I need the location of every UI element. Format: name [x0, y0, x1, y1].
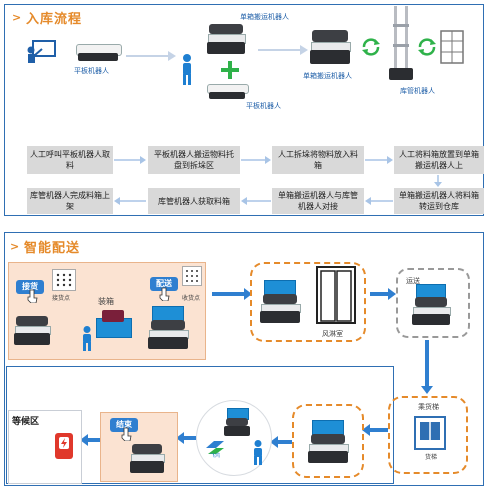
keypad-icon [52, 269, 76, 291]
storage-shelf-icon [440, 30, 464, 64]
robot-with-crate-image [222, 408, 252, 440]
flow-arrow-left [362, 424, 388, 436]
hand-cursor-icon [158, 286, 170, 302]
robot-with-crate-image [258, 280, 302, 326]
deliver-button[interactable]: 配送 [150, 277, 178, 291]
inbound-process-title: 入库流程 [26, 12, 83, 27]
inbound-process-panel [4, 4, 484, 216]
elevator-door-icon [316, 266, 356, 324]
warehouse-robot-label: 库管机器人 [400, 87, 435, 95]
end-button[interactable]: 结束 [110, 418, 138, 432]
plus-icon [220, 60, 240, 80]
goods-box-image [96, 310, 132, 338]
delivery-robot-with-crate-image [146, 306, 190, 352]
process-step-3: 人工拆垛将物料放入料箱 [272, 146, 364, 174]
process-step-6: 单箱搬运机器人与库管机器人对接 [272, 188, 364, 214]
lower-route-frame [6, 366, 394, 484]
step-arrow [365, 197, 393, 205]
process-step-8: 库管机器人完成料箱上架 [27, 188, 113, 214]
process-step-1: 人工呼叫平板机器人取料 [27, 146, 113, 174]
pickup-button[interactable]: 接货 [16, 280, 44, 294]
process-step-2: 平板机器人搬运物料托盘到拆垛区 [148, 146, 240, 174]
warehouse-robot-image [388, 6, 414, 82]
tablet-robot-image [74, 38, 122, 64]
step-down-arrow [434, 175, 442, 187]
cycle-arrows-icon [416, 36, 438, 58]
hand-cursor-icon [120, 426, 132, 442]
pickup-point-label: 接货点 [52, 295, 71, 302]
worker-person-icon [180, 54, 194, 86]
single-box-robot-top-label: 单箱搬运机器人 [240, 13, 289, 21]
air-shower-label: 风淋室 [322, 330, 343, 338]
flow-arrow [258, 45, 308, 55]
flow-arrow-left [270, 436, 292, 448]
cycle-arrows-icon [360, 36, 382, 58]
keypad-icon [182, 266, 202, 286]
flow-arrow [126, 51, 176, 61]
brand-logo-text: 飞鸿 [210, 453, 221, 459]
flow-arrow-left [80, 434, 100, 446]
transport-zone [396, 268, 470, 338]
tablet-robot-2-label: 平板机器人 [246, 102, 281, 110]
robot-with-crate-image [306, 420, 350, 466]
process-step-5: 单箱搬运机器人将料箱转运到仓库 [394, 188, 484, 214]
smart-delivery-title: 智能配送 [24, 241, 81, 256]
brand-logo [204, 438, 226, 458]
worker-person-icon [81, 326, 93, 352]
smart-delivery-panel [4, 232, 484, 486]
charging-station-icon [54, 432, 74, 460]
waiting-area-label: 等候区 [12, 417, 40, 427]
single-box-robot-image [205, 24, 247, 58]
presenter-icon [26, 40, 56, 64]
robot-with-crate-image [410, 284, 452, 328]
worker-person-icon [252, 440, 264, 466]
process-step-4: 人工将料箱放置到单箱搬运机器人上 [394, 146, 484, 174]
lower-robot-zone [292, 404, 364, 478]
section-marker-icon: > [10, 240, 20, 253]
delivery-robot-image [12, 316, 52, 348]
flow-arrow-left [176, 432, 196, 444]
step-arrow [241, 156, 271, 164]
step-arrow [114, 197, 146, 205]
cargo-elevator-zone [388, 396, 468, 474]
hand-cursor-icon [26, 288, 38, 304]
process-step-7: 库管机器人获取料箱 [148, 188, 240, 214]
section-marker-icon: > [12, 11, 22, 24]
elevator-icon [414, 416, 446, 450]
flow-down-arrow [421, 340, 433, 394]
air-shower-zone [250, 262, 366, 342]
boxing-label: 装箱 [98, 297, 114, 306]
tablet-robot-image-2 [205, 82, 249, 102]
receive-point-label: 收货点 [182, 295, 201, 302]
flow-arrow [370, 288, 396, 300]
elevator-icon-label: 货梯 [425, 454, 438, 461]
flow-arrow [212, 288, 252, 300]
transport-label: 运送 [406, 277, 420, 285]
delivery-robot-image [128, 444, 166, 476]
elevator-label: 乘货梯 [418, 403, 439, 411]
single-box-robot-right-label: 单箱搬运机器人 [303, 72, 352, 80]
step-arrow [365, 156, 393, 164]
step-arrow [114, 156, 146, 164]
single-box-robot-image-right [308, 30, 352, 68]
step-arrow [241, 197, 271, 205]
tablet-robot-label: 平板机器人 [74, 67, 109, 75]
